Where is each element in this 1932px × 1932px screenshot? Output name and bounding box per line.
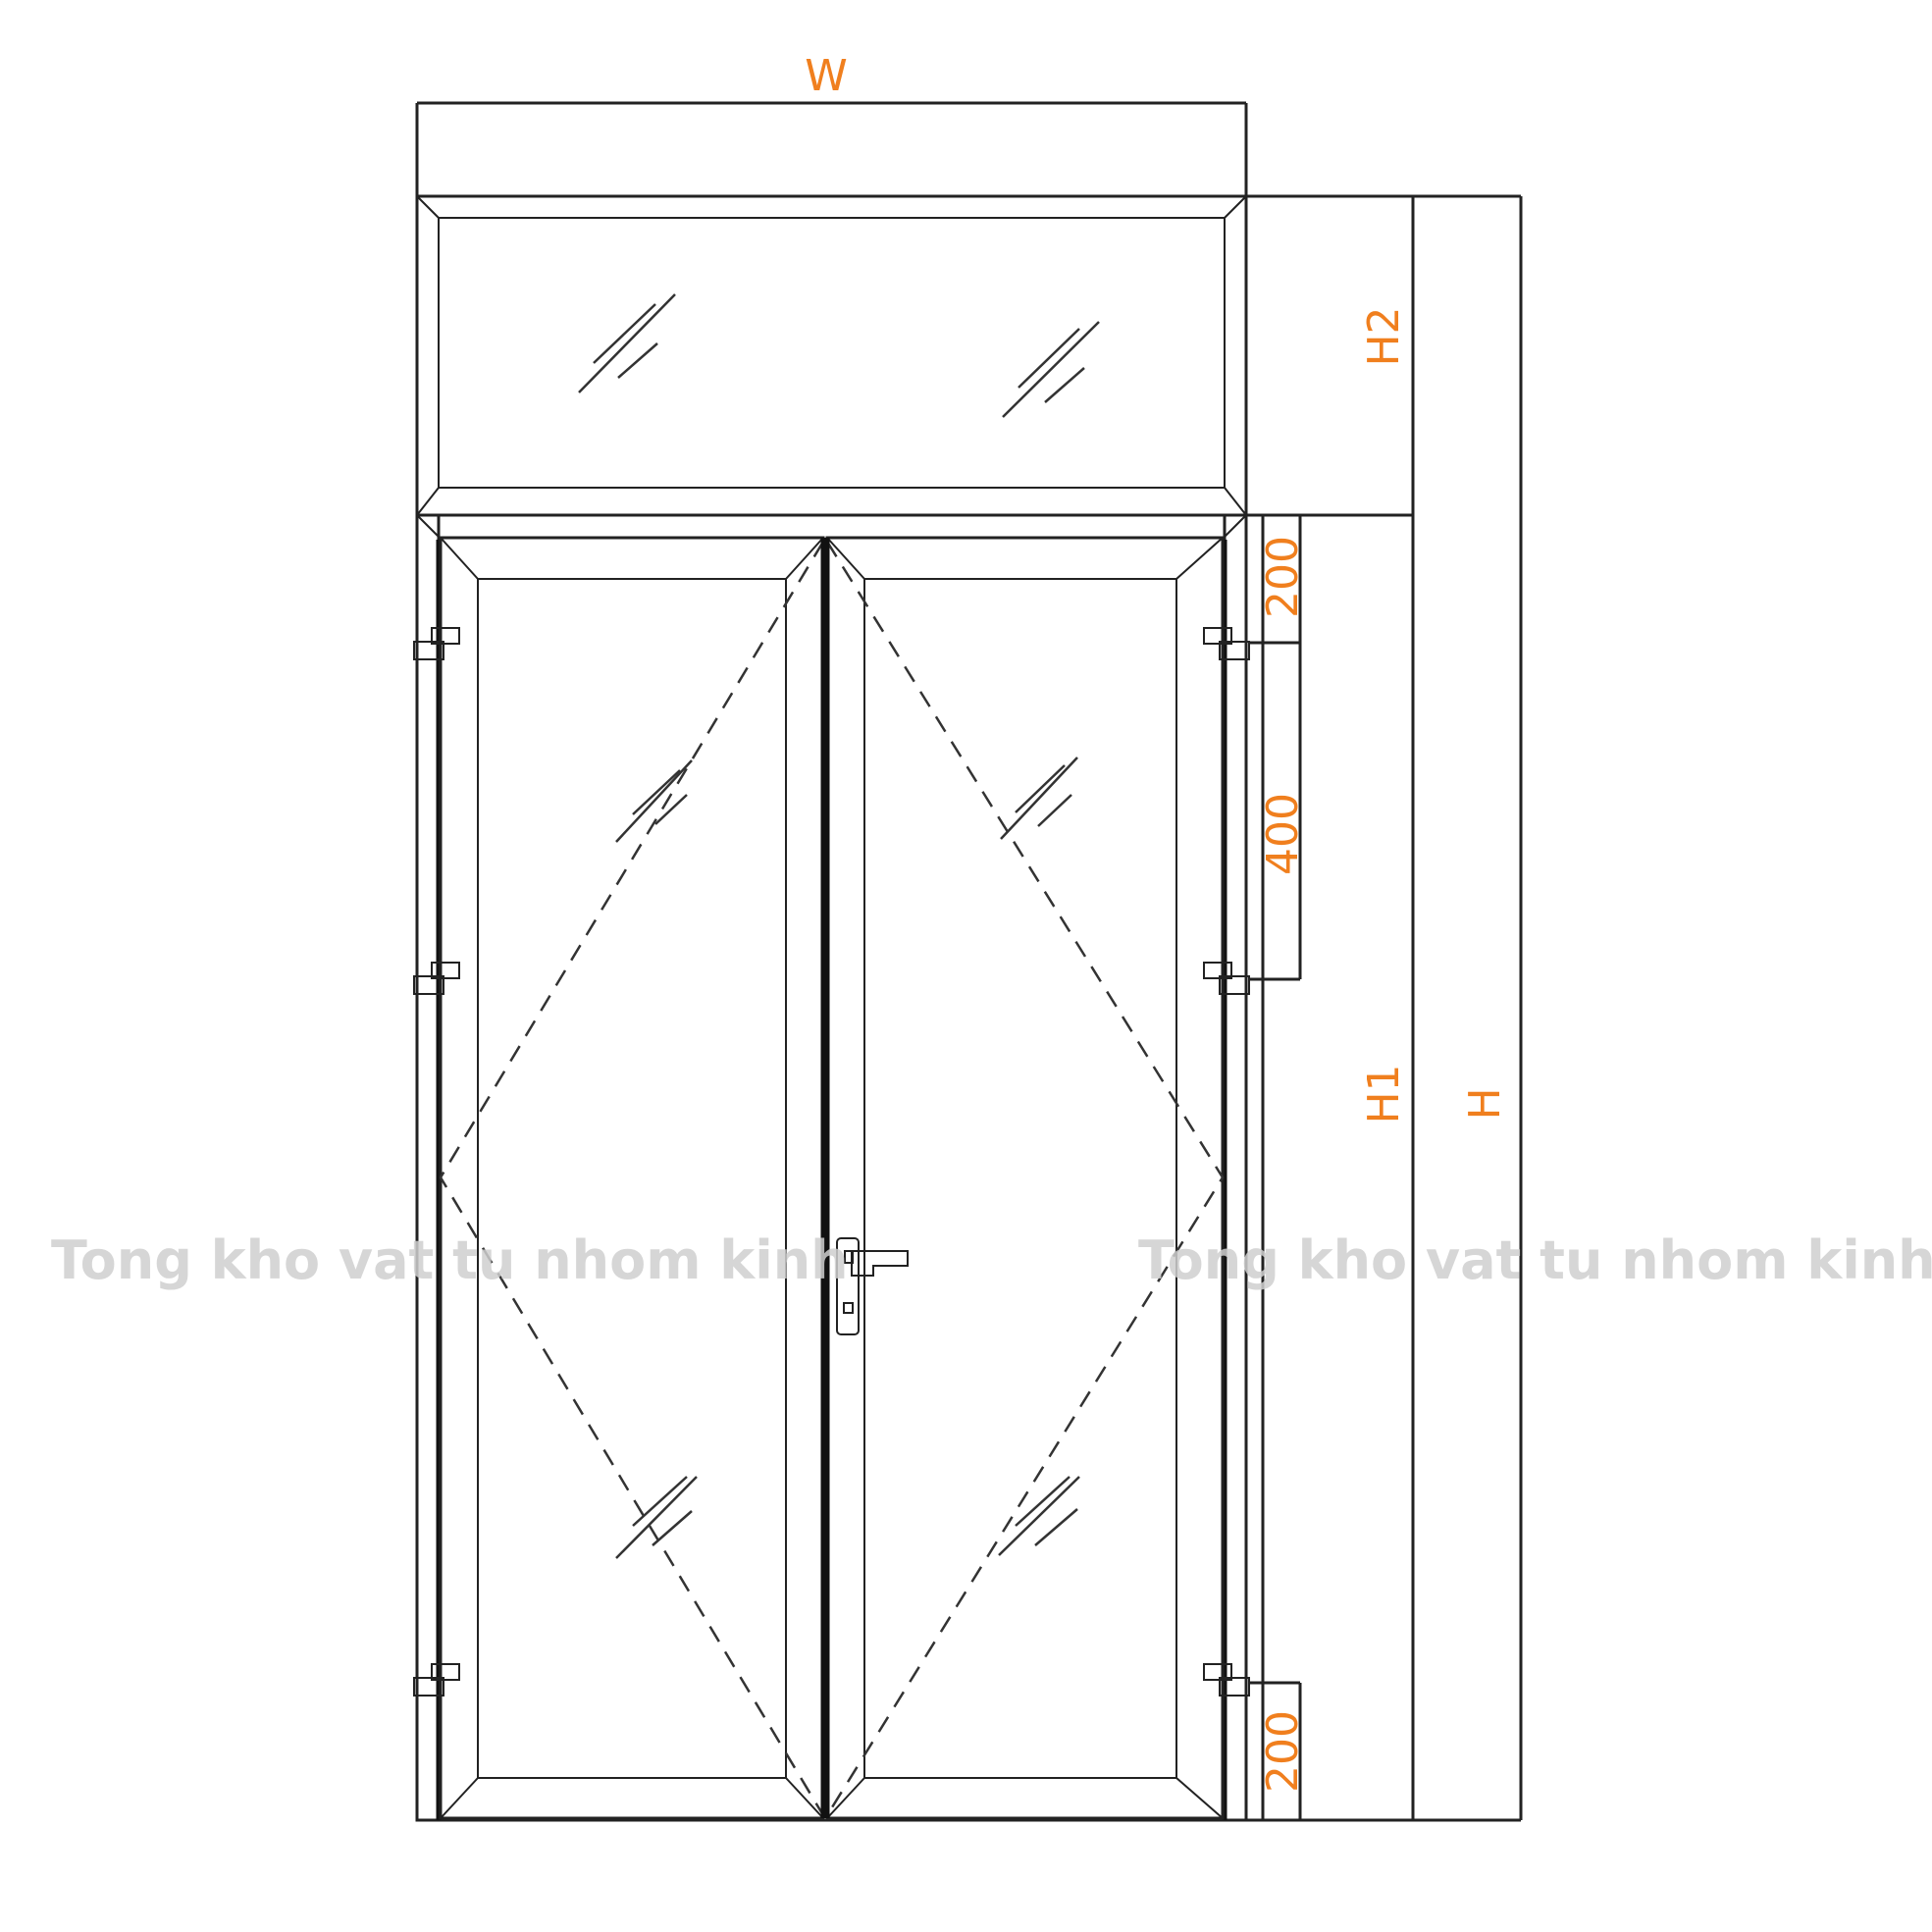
glass-hatch-icon (1000, 757, 1078, 840)
hinge-spacing-label: 400 (1258, 793, 1308, 875)
door-height-label: H1 (1359, 1064, 1409, 1123)
left-leaf-swing-indicator (439, 541, 825, 1816)
hinge-icon (413, 1663, 460, 1697)
transom-height-label: H2 (1359, 306, 1409, 366)
width-label: W (805, 51, 848, 101)
hinge-icon (413, 627, 460, 660)
total-height-label: H (1460, 1087, 1510, 1120)
glass-hatch-icon (998, 1476, 1080, 1556)
meeting-stile (820, 538, 830, 1818)
glass-hatch-icon (578, 293, 676, 393)
left-door-leaf (439, 536, 825, 1820)
hinge-top-offset-label: 200 (1258, 536, 1308, 618)
height-dimensions (1246, 194, 1523, 1822)
width-dimension (415, 101, 1248, 196)
right-door-leaf (825, 536, 1225, 1820)
transom-window (415, 194, 1248, 517)
glass-hatch-icon (615, 1476, 698, 1559)
watermark-left: Tong kho vat tu nhom kinh (51, 1229, 849, 1291)
hinge-icon (1203, 1663, 1250, 1697)
door-frame (415, 513, 1248, 1822)
hinges-right (1203, 627, 1250, 1697)
hinges-left (413, 627, 460, 1697)
glass-hatch-icon (1002, 321, 1100, 418)
door-handle-icon (836, 1237, 909, 1335)
watermark-right: Tong kho vat tu nhom kinh (1138, 1229, 1932, 1291)
right-leaf-swing-indicator (825, 541, 1225, 1816)
hinge-icon (1203, 627, 1250, 660)
hinge-icon (1203, 962, 1250, 995)
glass-hatch-icon (615, 759, 693, 843)
hinge-icon (413, 962, 460, 995)
hinge-bottom-offset-label: 200 (1258, 1710, 1308, 1793)
